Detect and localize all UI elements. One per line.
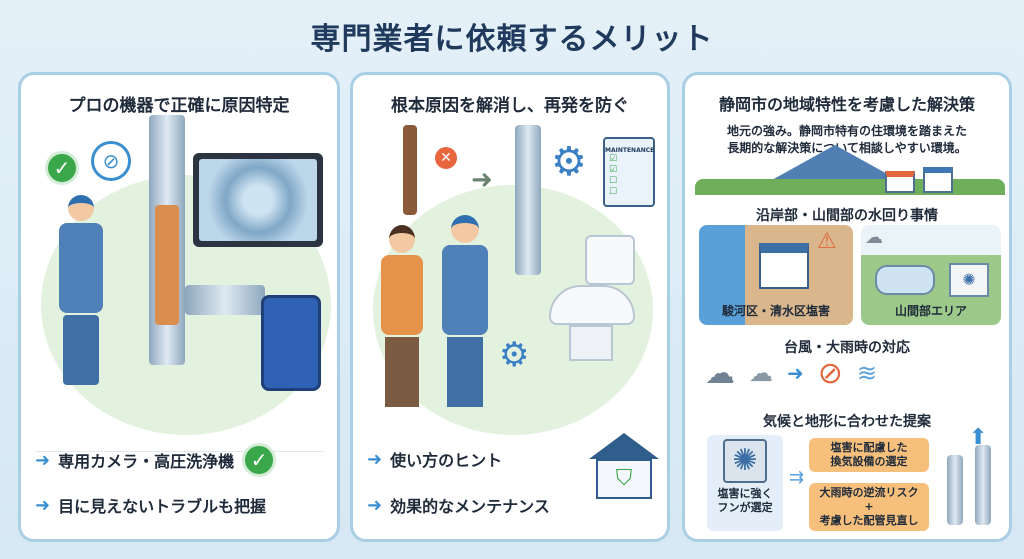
protected-house-icon: ⛉ [589,433,659,503]
landscape [695,179,1005,195]
point-1: ➜専用カメラ・高圧洗浄機✓ [35,443,277,477]
mountain-panel: ☁ ✺ 山間部エリア [861,225,1001,325]
proposal-box-2: 大雨時の逆流リスク+考慮した配管見直し [809,483,929,531]
gear-icon: ⚙ [551,139,587,185]
section-title: 気候と地形に合わせた提案 [763,414,931,430]
arrow-right-icon: ➜ [367,448,383,470]
camera-monitor [193,153,323,247]
point-1: ➜使い方のヒント [367,448,503,471]
check-icon: ✓ [242,443,277,477]
proposal-box-1: 塩害に配慮した換気設備の選定 [809,438,929,472]
point-2: ➜効果的なメンテナンス [367,494,550,517]
storm-cloud-icon: ☁ [749,359,773,387]
card-root-cause: 根本原因を解消し、再発を防ぐ ✕ ➜ ⚙ MAINTENANCE☑☑☐☐ ⚙ ⛉… [350,72,670,542]
point-2: ➜目に見えないトラブルも把握 [35,494,267,517]
pipe-illustration [975,445,991,525]
coastal-panel: ⚠ 駿河区・清水区塩害 [699,225,853,325]
card-shizuoka: 静岡市の地域特性を考慮した解決策 地元の強み。静岡市特有の住環境を踏まえた 長期… [682,72,1012,542]
pipe-illustration [947,455,963,525]
fan-card: ✺ 塩害に強く フンが選定 [707,435,783,531]
water-tank [875,265,935,295]
fan-unit-icon: ✺ [949,263,989,297]
section-title: 台風・大雨時の対応 [784,340,910,356]
pipe-bend [185,285,265,315]
fan-icon: ✺ [723,439,767,483]
arrow-right-icon: ➜ [787,361,804,385]
warning-icon: ⚠ [817,229,837,254]
pressure-washer [261,295,321,391]
house-icon [759,243,809,289]
card-title: 根本原因を解消し、再発を防ぐ [391,96,629,116]
arrow-up-icon: ⬆ [969,425,988,450]
storm-cloud-icon: ☁ [705,355,735,391]
tree-root-illustration [403,125,417,215]
technician-figure [437,215,493,407]
card-title: 静岡市の地域特性を考慮した解決策 [718,95,975,114]
check-icon: ✓ [45,151,79,185]
x-icon: ✕ [435,147,457,169]
arrow-right-icon: ➜ [367,494,383,516]
typhoon-illustration: ☁ ☁ ➜ ⊘ ≋ [705,351,1005,395]
prohibited-icon: ⊘ [817,355,843,391]
card-pro-equipment: プロの機器で正確に原因特定 ✓ ⊘ ➜専用カメラ・高圧洗浄機✓ ➜目に見えないト… [18,72,340,542]
toilet-illustration [549,235,639,365]
no-clog-icon: ⊘ [91,141,131,181]
card-title: プロの機器で正確に原因特定 [68,96,290,116]
house-icon [923,167,953,193]
arrow-right-icon: ➜ [471,165,493,195]
maintenance-clipboard: MAINTENANCE☑☑☐☐ [603,137,655,207]
pipe-illustration [515,125,541,275]
house-icon [885,171,915,193]
page-title: 専門業者に依頼するメリット [310,22,714,57]
divider [35,451,323,452]
arrow-right-icon: ➜ [35,449,51,471]
gear-icon: ⚙ [499,335,530,375]
customer-figure [377,225,427,407]
technician-figure [51,195,111,395]
clog-illustration [155,205,179,325]
arrow-right-icon: ➜ [35,494,51,516]
section-title: 沿岸部・山間部の水回り事情 [756,208,938,224]
water-flow-pipe-icon: ≋ [856,359,878,387]
branch-arrow-icon: ⇉ [789,467,805,488]
rain-cloud-icon: ☁ [865,227,883,248]
